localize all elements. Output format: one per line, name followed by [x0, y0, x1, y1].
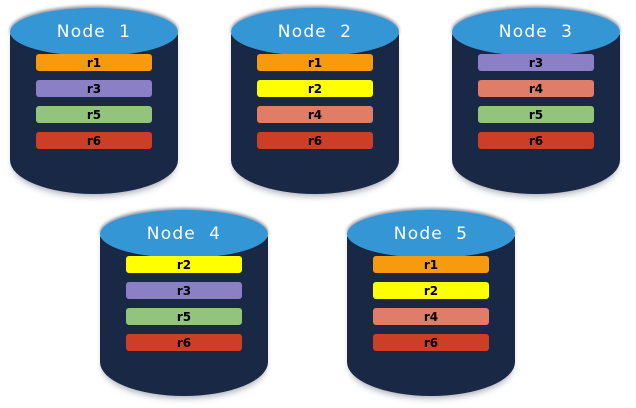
replica-item[interactable]: r1: [36, 54, 152, 71]
node-4[interactable]: Node 4 r2 r3 r5 r6: [100, 210, 268, 396]
replica-item[interactable]: r4: [257, 106, 373, 123]
replica-item[interactable]: r5: [126, 308, 242, 325]
replica-item[interactable]: r4: [478, 80, 594, 97]
cylinder-top-icon: [10, 8, 178, 56]
node-label: Node 5: [393, 224, 469, 244]
cylinder-top-icon: [231, 8, 399, 56]
replica-item[interactable]: r3: [36, 80, 152, 97]
replica-item[interactable]: r6: [373, 334, 489, 351]
replica-item[interactable]: r6: [126, 334, 242, 351]
replica-list: r1 r2 r4 r6: [257, 54, 373, 149]
replica-item[interactable]: r2: [373, 282, 489, 299]
node-1[interactable]: Node 1 r1 r3 r5 r6: [10, 8, 178, 194]
cylinder-top-icon: [347, 210, 515, 258]
cylinder-top-icon: [452, 8, 620, 56]
node-2[interactable]: Node 2 r1 r2 r4 r6: [231, 8, 399, 194]
replica-item[interactable]: r2: [257, 80, 373, 97]
replica-list: r3 r4 r5 r6: [478, 54, 594, 149]
replica-item[interactable]: r6: [478, 132, 594, 149]
node-3[interactable]: Node 3 r3 r4 r5 r6: [452, 8, 620, 194]
cylinder-top-icon: [100, 210, 268, 258]
replica-list: r1 r3 r5 r6: [36, 54, 152, 149]
node-label: Node 2: [277, 22, 353, 42]
replica-item[interactable]: r1: [373, 256, 489, 273]
replica-item[interactable]: r6: [36, 132, 152, 149]
replica-list: r2 r3 r5 r6: [126, 256, 242, 351]
node-5[interactable]: Node 5 r1 r2 r4 r6: [347, 210, 515, 396]
replica-item[interactable]: r3: [478, 54, 594, 71]
replica-item[interactable]: r4: [373, 308, 489, 325]
node-label: Node 3: [498, 22, 574, 42]
replica-item[interactable]: r3: [126, 282, 242, 299]
replica-item[interactable]: r1: [257, 54, 373, 71]
replica-item[interactable]: r5: [36, 106, 152, 123]
replica-item[interactable]: r5: [478, 106, 594, 123]
node-label: Node 4: [146, 224, 222, 244]
replica-item[interactable]: r2: [126, 256, 242, 273]
node-label: Node 1: [56, 22, 132, 42]
replica-item[interactable]: r6: [257, 132, 373, 149]
replica-list: r1 r2 r4 r6: [373, 256, 489, 351]
